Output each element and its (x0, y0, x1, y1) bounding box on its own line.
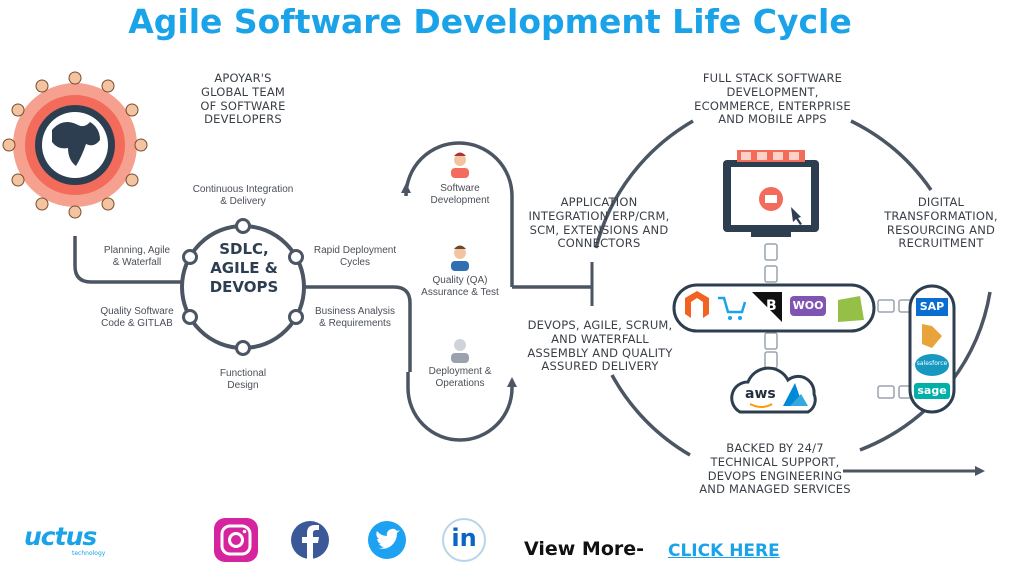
view-more-label: View More- (524, 538, 645, 560)
right-cycle-integration-label: APPLICATION INTEGRATION ERP/CRM, SCM, EX… (528, 195, 670, 251)
page-title: Agile Software Development Life Cycle (128, 2, 852, 41)
woocommerce-icon (790, 296, 826, 316)
salesforce-label: salesforce (916, 360, 948, 367)
salesforce-icon (915, 354, 949, 376)
sdlc-node-planning: Planning, Agile & Waterfall (103, 245, 171, 268)
shopify-icon (838, 296, 864, 322)
linkedin-label: in (451, 524, 477, 552)
sdlc-node-rapid-deployment: Rapid Deployment Cycles (313, 245, 397, 268)
sage-icon (914, 383, 950, 399)
click-here-link[interactable]: CLICK HERE (668, 541, 780, 561)
aws-azure-cloud-icon (730, 366, 817, 414)
dynamics-icon (922, 324, 942, 348)
right-cycle-digital-label: DIGITAL TRANSFORMATION, RESOURCING AND R… (884, 195, 998, 251)
twitter-icon[interactable] (368, 521, 406, 559)
ecommerce-monitor-icon (723, 150, 819, 237)
sdlc-node-quality-code: Quality Software Code & GITLAB (100, 306, 174, 329)
sdlc-connector-line (304, 285, 412, 372)
brand-logo-subtitle: technology (72, 550, 106, 557)
qa-person-icon (451, 245, 469, 271)
stage-quality-assurance: Quality (QA) Assurance & Test (421, 275, 499, 298)
deployment-person-icon (451, 339, 469, 363)
right-cycle-support-label: BACKED BY 24/7 TECHNICAL SUPPORT, DEVOPS… (699, 441, 851, 497)
aws-label: aws (745, 386, 776, 402)
sage-label: sage (917, 384, 947, 397)
facebook-icon[interactable] (291, 521, 329, 559)
magento-icon (685, 291, 709, 318)
sdlc-node-ci-cd: Continuous Integration & Delivery (192, 184, 294, 207)
stage-software-development: Software Development (430, 183, 490, 206)
sap-icon (916, 298, 948, 316)
bigcommerce-icon (752, 292, 782, 322)
right-cycle-top-label: FULL STACK SOFTWARE DEVELOPMENT, ECOMMER… (694, 71, 851, 127)
global-team-graphic (2, 71, 148, 219)
brand-logo: uctus (24, 522, 97, 551)
enterprise-platforms-pill (908, 284, 956, 414)
software-development-person-icon (451, 152, 469, 178)
stage-deployment-operations: Deployment & Operations (428, 366, 492, 389)
sap-label: SAP (919, 300, 945, 313)
instagram-icon[interactable] (214, 518, 258, 562)
sdlc-node-business-analysis: Business Analysis & Requirements (314, 306, 396, 329)
globe-connector-line (73, 236, 182, 284)
sdlc-cycle (180, 218, 306, 356)
sdlc-node-functional-design: Functional Design (219, 368, 267, 391)
woocommerce-label: WOO (792, 299, 824, 312)
right-cycle-devops-label: DEVOPS, AGILE, SCRUM, AND WATERFALL ASSE… (527, 318, 673, 374)
shopping-cart-icon (718, 296, 747, 320)
serpentine-lower-loop (406, 372, 517, 442)
serpentine-upper-loop (401, 141, 514, 287)
sdlc-center-label: SDLC, AGILE & DEVOPS (209, 240, 279, 296)
bigcommerce-label: B (766, 298, 777, 314)
linkedin-icon[interactable] (442, 518, 486, 562)
global-team-label: APOYAR'S GLOBAL TEAM OF SOFTWARE DEVELOP… (200, 71, 286, 127)
